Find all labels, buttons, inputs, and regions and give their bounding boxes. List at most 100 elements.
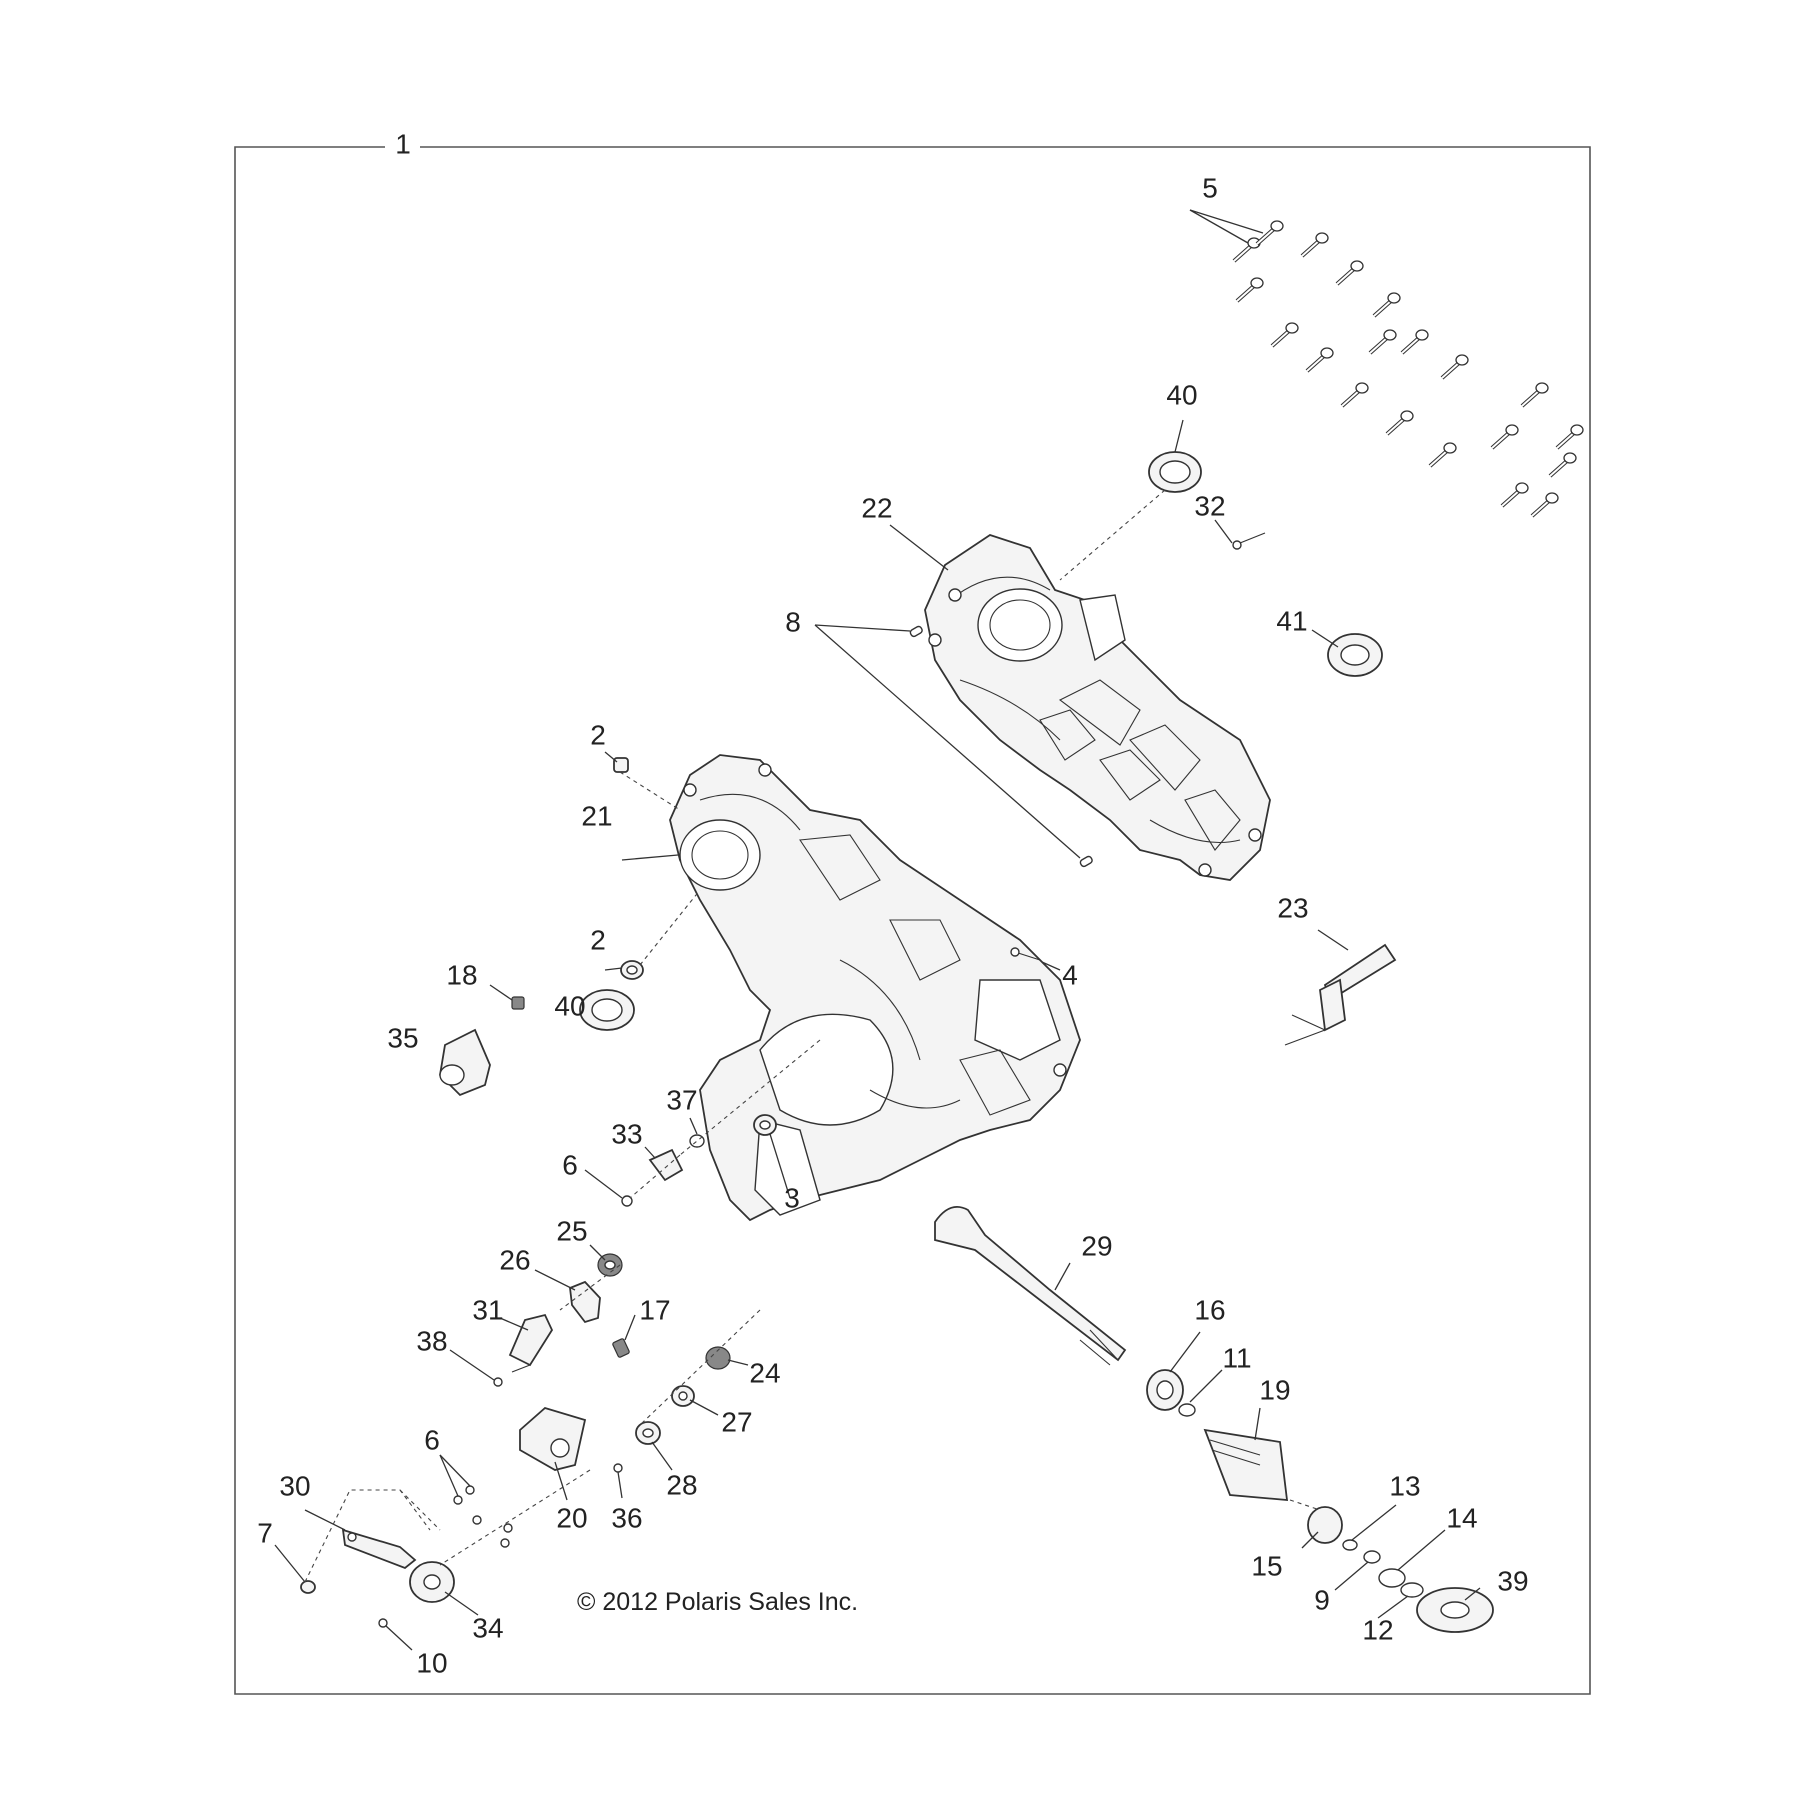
callout-12: 12 [1362,1614,1393,1645]
callout-6-lower: 6 [424,1424,440,1455]
callout-labels: 1 2 2 3 4 5 6 6 7 8 9 10 11 12 13 14 15 … [257,128,1528,1678]
callout-27: 27 [721,1406,752,1437]
clip-12 [1400,1582,1424,1598]
crankcase-21 [669,754,1081,1222]
bushing-2-lower [620,960,644,980]
callout-16: 16 [1194,1294,1225,1325]
bolt [1520,382,1549,408]
callout-7: 7 [257,1517,273,1548]
flange-39 [1416,1587,1494,1633]
callout-20: 20 [556,1502,587,1533]
spring-17 [612,1338,630,1358]
callout-36: 36 [611,1502,642,1533]
callout-23: 23 [1277,892,1308,923]
bolt [1428,442,1457,468]
callout-15: 15 [1251,1550,1282,1581]
bolt [1530,492,1559,518]
bolt [1232,237,1261,263]
bolt-set [1232,220,1584,518]
callout-34: 34 [472,1612,503,1643]
callout-1: 1 [395,128,411,159]
ball-36 [613,1463,623,1473]
callout-25: 25 [556,1215,587,1246]
bolt [1500,482,1529,508]
plug-18 [511,996,525,1010]
bolt [1400,329,1429,355]
nut-7 [300,1580,316,1594]
assembly-frame [234,146,1591,1695]
nut-27 [671,1385,695,1407]
bolt [1548,452,1577,478]
clutch-19 [1203,1428,1289,1501]
callout-40-lower: 40 [554,990,585,1021]
callout-24: 24 [749,1357,780,1388]
callout-6-upper: 6 [562,1149,578,1180]
screw-6-upper [621,1195,633,1207]
callout-41: 41 [1276,605,1307,636]
ring-9 [1363,1550,1381,1564]
callout-32: 32 [1194,490,1225,521]
lever-26 [569,1280,601,1324]
callout-17: 17 [639,1294,670,1325]
bolt [1490,424,1519,450]
callout-35: 35 [387,1022,418,1053]
input-shaft-29 [934,1206,1127,1366]
callout-22: 22 [861,492,892,523]
clip-38 [493,1377,503,1387]
callout-4: 4 [1062,959,1078,990]
washer-28 [635,1421,661,1445]
clip-10 [378,1618,388,1628]
seal-40-lower [579,989,635,1031]
callout-37: 37 [666,1084,697,1115]
callout-10: 10 [416,1647,447,1678]
bolt [1255,220,1284,246]
bolt [1440,354,1469,380]
callout-13: 13 [1389,1470,1420,1501]
pin-32 [1232,532,1266,550]
bolt [1305,347,1334,373]
bolt [1235,277,1264,303]
callout-5: 5 [1202,172,1218,203]
callout-18: 18 [446,959,477,990]
callout-21: 21 [581,800,612,831]
callout-26: 26 [499,1244,530,1275]
shift-shaft-23 [1284,943,1397,1046]
bolt [1555,424,1584,450]
ring-13 [1342,1539,1358,1551]
bolt [1340,382,1369,408]
seal-40-upper [1148,451,1202,493]
cover-20 [519,1406,587,1471]
callout-40-upper: 40 [1166,379,1197,410]
callout-29: 29 [1081,1230,1112,1261]
callout-2-upper: 2 [590,719,606,750]
callout-11: 11 [1222,1342,1251,1373]
bolt [1372,292,1401,318]
copyright-notice: © 2012 Polaris Sales Inc. [577,1588,858,1616]
bushing-2-upper [613,757,629,773]
bolt [1300,232,1329,258]
dowel-8 [909,625,1093,868]
bolt [1385,410,1414,436]
callout-38: 38 [416,1325,447,1356]
gear-24 [705,1346,731,1370]
bolt [1335,260,1364,286]
callout-30: 30 [279,1470,310,1501]
callout-39: 39 [1497,1565,1528,1596]
callout-9: 9 [1314,1584,1330,1615]
snap-ring-11 [1178,1403,1196,1417]
callout-3: 3 [784,1182,800,1213]
crankcase-cover-22 [924,534,1271,881]
callout-33: 33 [611,1118,642,1149]
bearing-16 [1146,1369,1184,1411]
bearing-34 [409,1561,455,1603]
pin-4 [1010,947,1041,961]
seal-3 [753,1114,777,1136]
callout-2-lower: 2 [590,924,606,955]
callout-31: 31 [472,1294,503,1325]
callout-8: 8 [785,606,801,637]
washer-14 [1378,1568,1406,1588]
shaft-31 [508,1313,554,1373]
callout-28: 28 [666,1469,697,1500]
bolt [1368,329,1397,355]
link-arm-30 [341,1528,417,1570]
